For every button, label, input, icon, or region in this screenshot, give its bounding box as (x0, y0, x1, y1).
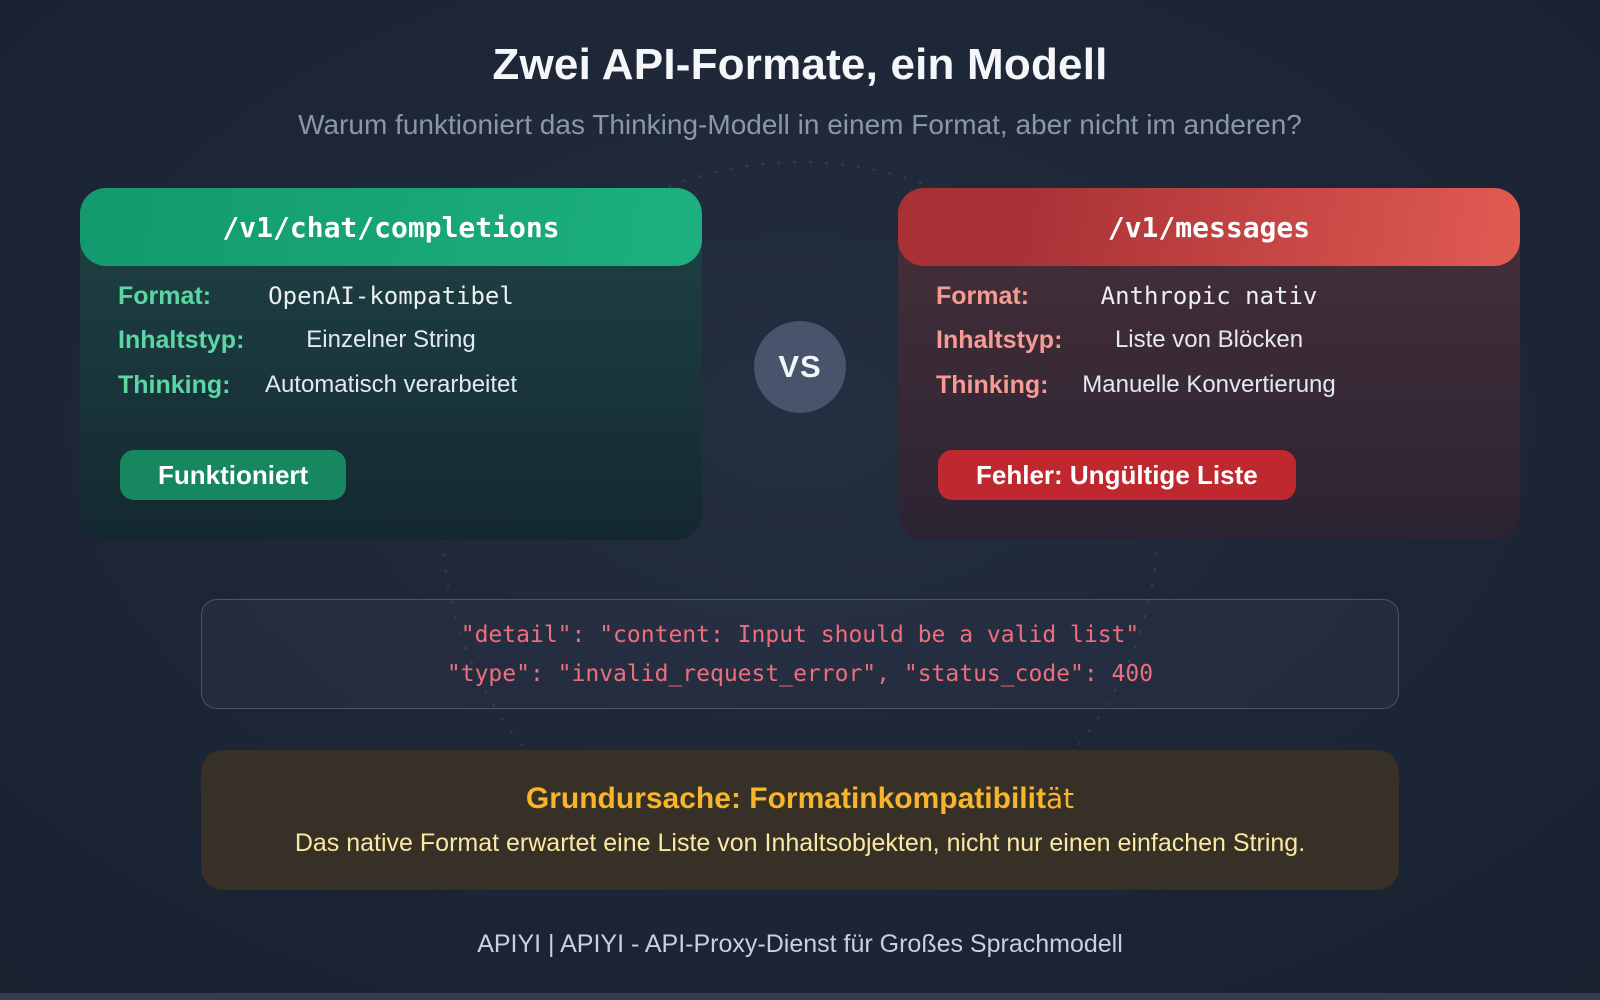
root-cause-panel: Grundursache: Formatinkompatibilität Das… (201, 750, 1399, 890)
thinking-value: Manuelle Konvertierung (1082, 371, 1336, 398)
thinking-row: Thinking: Automatisch verarbeitet (80, 367, 702, 403)
page-title: Zwei API-Formate, ein Modell (492, 40, 1108, 89)
content-type-label: Inhaltstyp: (936, 326, 1063, 354)
thinking-value: Automatisch verarbeitet (264, 371, 518, 398)
works-status-badge: Funktioniert (120, 450, 347, 500)
format-row: Format: OpenAI-kompatibel (80, 278, 702, 314)
error-type-line: "type": "invalid_request_error", "status… (446, 660, 1154, 687)
vs-divider: VS (754, 321, 846, 413)
thinking-label: Thinking: (936, 371, 1049, 399)
content-type-row: Inhaltstyp: Einzelner String (80, 322, 702, 358)
format-label: Format: (936, 282, 1030, 310)
content-type-row: Inhaltstyp: Liste von Blöcken (898, 322, 1520, 358)
bottom-edge-strip (0, 993, 1600, 1000)
error-status-badge: Fehler: Ungültige Liste (938, 450, 1296, 500)
content-type-value: Liste von Blöcken (1114, 326, 1304, 353)
root-cause-body: Das native Format erwartet eine Liste vo… (294, 829, 1306, 857)
thinking-row: Thinking: Manuelle Konvertierung (898, 367, 1520, 403)
format-row: Format: Anthropic nativ (898, 278, 1520, 314)
footer-credit: APIYI | APIYI - API-Proxy-Dienst für Gro… (477, 930, 1123, 958)
format-label: Format: (118, 282, 212, 310)
chat-completions-card: /v1/chat/completions Format: OpenAI-komp… (80, 188, 702, 540)
content-type-value: Einzelner String (306, 326, 476, 353)
thinking-label: Thinking: (118, 371, 231, 399)
messages-card: /v1/messages Format: Anthropic nativ Inh… (898, 188, 1520, 540)
error-detail-line: "detail": "content: Input should be a va… (460, 621, 1140, 648)
root-cause-heading-umlaut: ät (1045, 782, 1075, 815)
messages-endpoint-header: /v1/messages (898, 188, 1520, 266)
page-subtitle: Warum funktioniert das Thinking-Modell i… (298, 109, 1302, 140)
chat-completions-endpoint-header: /v1/chat/completions (80, 188, 702, 266)
error-response-block: "detail": "content: Input should be a va… (201, 599, 1399, 709)
root-cause-heading-main: Grundursache: Formatinkompatibilit (525, 782, 1046, 815)
format-value: OpenAI-kompatibel (268, 282, 514, 310)
format-value: Anthropic nativ (1100, 282, 1318, 310)
content-type-label: Inhaltstyp: (118, 326, 245, 354)
root-cause-heading: Grundursache: Formatinkompatibilität (526, 784, 1074, 814)
